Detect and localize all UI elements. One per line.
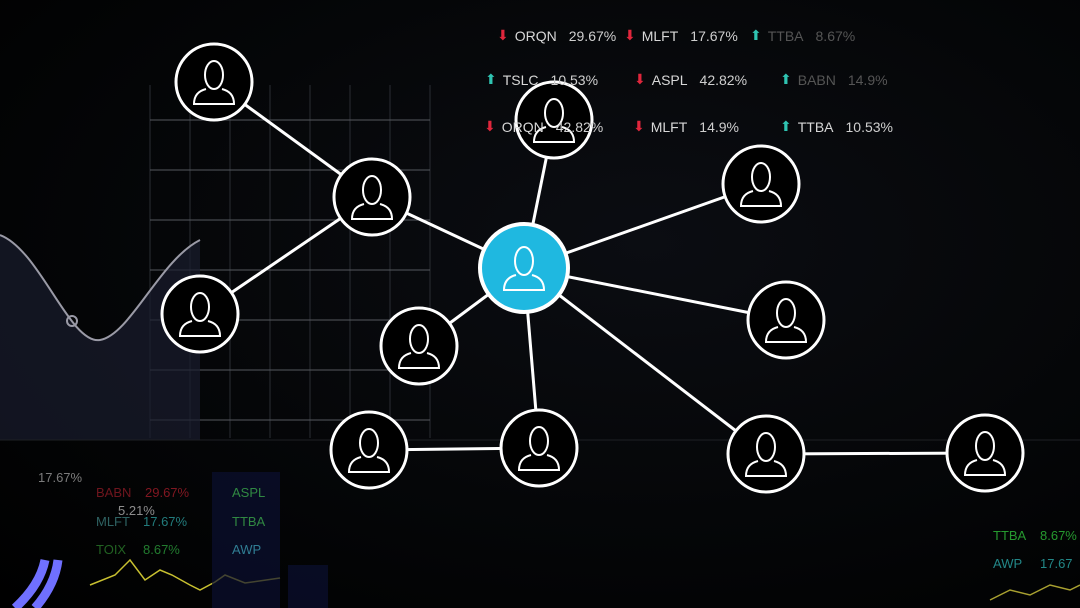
user-icon [347, 428, 391, 473]
user-node[interactable] [379, 306, 459, 386]
user-node[interactable] [160, 274, 240, 354]
user-icon [739, 162, 783, 207]
user-node[interactable] [332, 157, 412, 237]
line-chart [0, 234, 201, 342]
user-node[interactable] [721, 144, 801, 224]
user-icon [744, 432, 788, 477]
user-icon [963, 431, 1007, 476]
user-icon [764, 298, 808, 343]
user-icon [532, 98, 576, 143]
user-node[interactable] [726, 414, 806, 494]
user-node[interactable] [746, 280, 826, 360]
grid [149, 85, 431, 438]
user-node[interactable] [329, 410, 409, 490]
user-icon [397, 324, 441, 369]
user-node[interactable] [945, 413, 1025, 493]
connection-line [523, 266, 767, 456]
user-icon [502, 246, 546, 291]
user-icon [178, 292, 222, 337]
user-icon [350, 175, 394, 220]
hub-user-node[interactable] [478, 222, 570, 314]
user-icon [192, 60, 236, 105]
user-node[interactable] [514, 80, 594, 160]
user-icon [517, 426, 561, 471]
area-chart [0, 235, 200, 440]
user-node[interactable] [499, 408, 579, 488]
user-node[interactable] [174, 42, 254, 122]
